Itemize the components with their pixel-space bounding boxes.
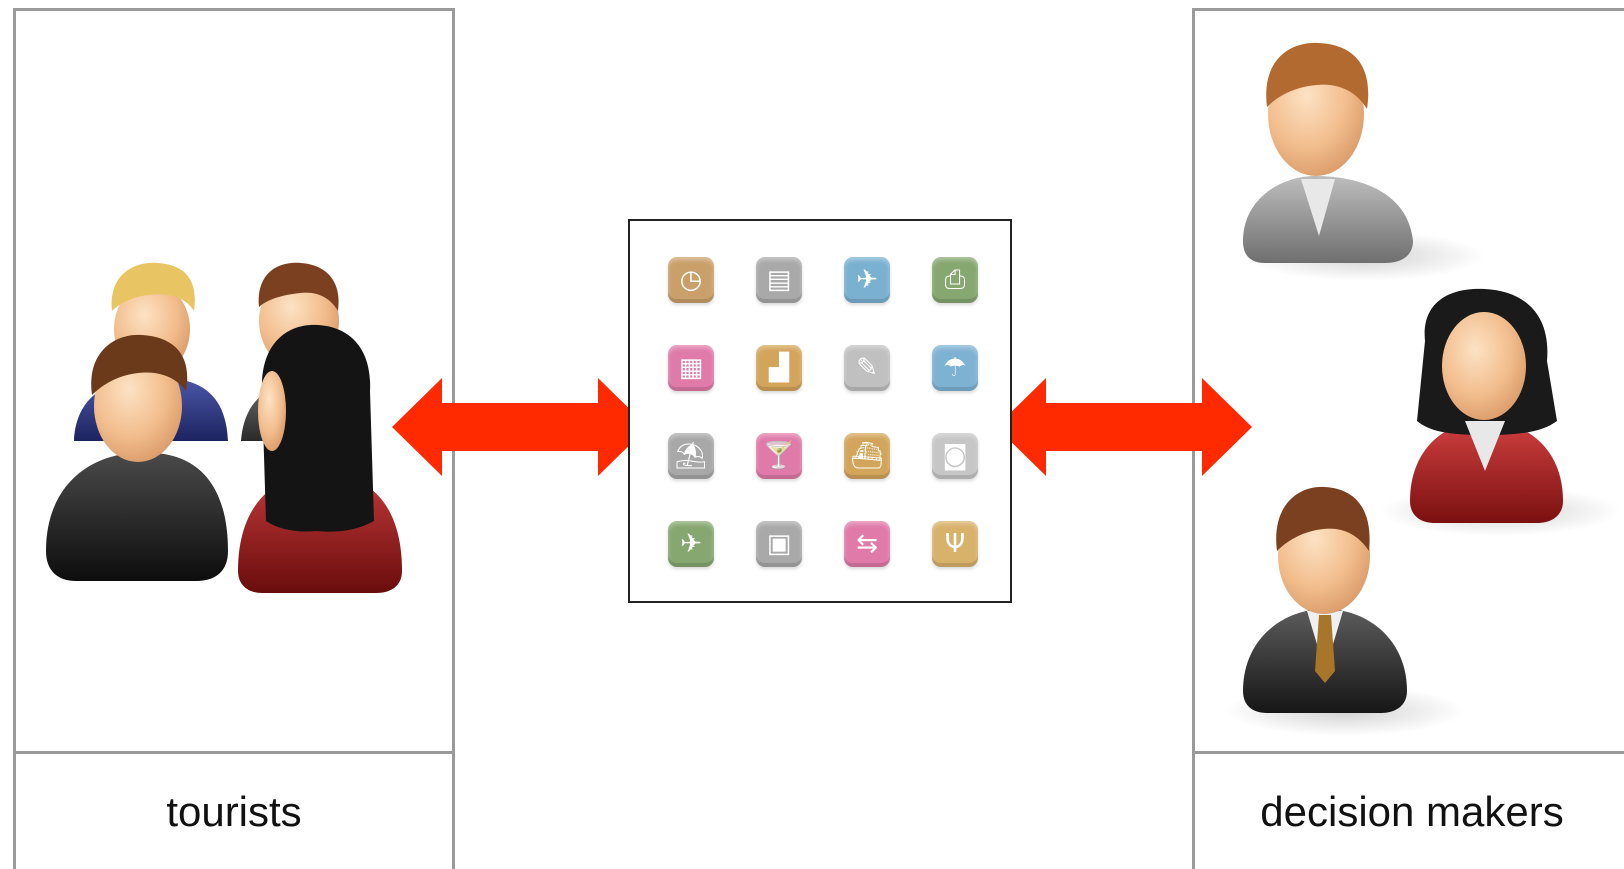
left-double-arrow <box>392 378 648 476</box>
pen-icon: ✎ <box>844 345 890 391</box>
decision-makers-label: decision makers <box>1260 788 1564 835</box>
cocktail-icon: 🍸 <box>756 433 802 479</box>
cityscape-icon: ▟ <box>756 345 802 391</box>
right-double-arrow-shape <box>996 378 1252 476</box>
panel-divider <box>16 751 452 754</box>
landing-plane-icon: ✈ <box>668 521 714 567</box>
hotel-icon: ▦ <box>668 345 714 391</box>
right-double-arrow <box>996 378 1252 476</box>
wallet-icon: ⎙ <box>932 257 978 303</box>
airplane-icon: ✈ <box>844 257 890 303</box>
decision-makers-group-icon <box>1225 42 1620 736</box>
island-icon: ⛱ <box>668 433 714 479</box>
ship-icon: ⛴ <box>844 433 890 479</box>
tourists-group-icon <box>46 262 402 593</box>
left-double-arrow-shape <box>392 378 648 476</box>
tourists-label: tourists <box>166 788 302 835</box>
tourists-panel: tourists <box>13 8 455 869</box>
umbrella-icon: ☂ <box>932 345 978 391</box>
camera-icon: ◙ <box>932 433 978 479</box>
decision-makers-panel: decision makers <box>1192 8 1624 869</box>
passport-icon: ▣ <box>756 521 802 567</box>
travel-icon-grid: ◷ ▤ ✈ ⎙ ▦ ▟ ✎ ☂ ⛱ 🍸 ⛴ ◙ ✈ ▣ ⇆ Ψ <box>668 257 978 567</box>
panel-divider <box>1195 751 1624 754</box>
signpost-icon: ⇆ <box>844 521 890 567</box>
dining-icon: Ψ <box>932 521 978 567</box>
travel-app-icons-box: ◷ ▤ ✈ ⎙ ▦ ▟ ✎ ☂ ⛱ 🍸 ⛴ ◙ ✈ ▣ ⇆ Ψ <box>628 219 1012 603</box>
suitcase-icon: ▤ <box>756 257 802 303</box>
clock-icon: ◷ <box>668 257 714 303</box>
